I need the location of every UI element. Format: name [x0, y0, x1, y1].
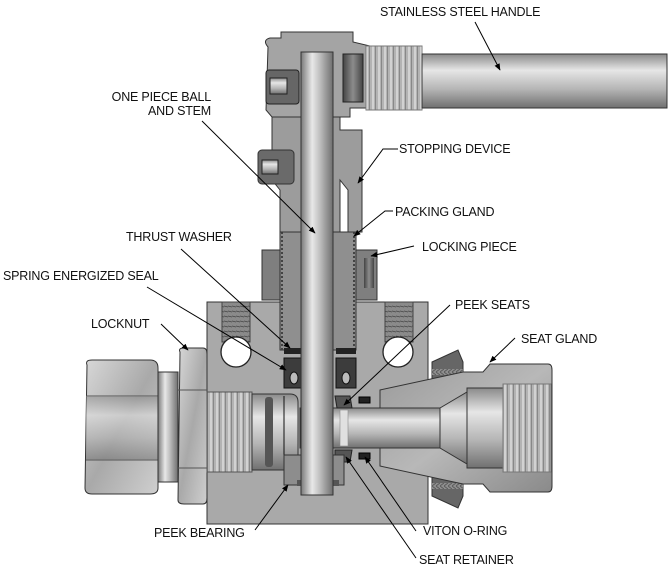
viton-o-ring-top [358, 396, 371, 404]
leader-peek-seats [343, 304, 451, 406]
left-end-fitting [84, 347, 299, 505]
leader-stopping-device [357, 148, 398, 184]
body-port-thread-right [384, 301, 414, 343]
seat-gland-assembly [299, 349, 553, 509]
label-locking-piece: LOCKING PIECE [422, 240, 517, 254]
mounting-hole-left [220, 336, 252, 368]
leader-viton-o-ring [364, 456, 417, 532]
label-seat-retainer: SEAT RETAINER [419, 553, 514, 567]
locknut [177, 347, 208, 505]
label-spring-energized-seal: SPRING ENERGIZED SEAL [3, 269, 159, 283]
leader-locknut [160, 323, 189, 351]
label-peek-bearing: PEEK BEARING [154, 526, 245, 540]
label-viton-o-ring: VITON O-RING [423, 524, 507, 538]
peek-seat-top [334, 395, 353, 409]
body-port-thread-left [221, 301, 251, 343]
leader-peek-bearing [254, 484, 289, 531]
leader-seat-retainer [345, 456, 417, 559]
viton-o-ring-bottom [358, 452, 371, 460]
stainless-steel-handle [365, 45, 668, 111]
thrust-washer-right [336, 348, 356, 354]
label-one-piece-ball-line2: AND STEM [148, 104, 211, 118]
leader-packing-gland [353, 210, 393, 237]
label-peek-seats: PEEK SEATS [455, 298, 530, 312]
label-locknut: LOCKNUT [91, 317, 150, 331]
callout-labels: STAINLESS STEEL HANDLE ONE PIECE BALL AN… [3, 5, 597, 567]
leader-handle [474, 21, 501, 71]
bonnet-assembly [257, 31, 378, 496]
label-seat-gland: SEAT GLAND [521, 332, 597, 346]
label-stainless-steel-handle: STAINLESS STEEL HANDLE [380, 5, 540, 19]
label-stopping-device: STOPPING DEVICE [399, 142, 510, 156]
label-thrust-washer: THRUST WASHER [126, 230, 232, 244]
leader-thrust-washer [180, 248, 291, 349]
leader-ball-stem [201, 120, 316, 234]
leader-seat-gland [489, 337, 516, 363]
leader-lines [146, 21, 516, 559]
thrust-washer-left [284, 348, 304, 354]
label-one-piece-ball-line1: ONE PIECE BALL [112, 90, 212, 104]
mounting-hole-right [382, 336, 414, 368]
one-piece-ball-and-stem [300, 51, 334, 496]
leader-locking-piece [370, 245, 415, 258]
label-packing-gland: PACKING GLAND [395, 205, 494, 219]
leader-spring-seal [146, 286, 287, 371]
